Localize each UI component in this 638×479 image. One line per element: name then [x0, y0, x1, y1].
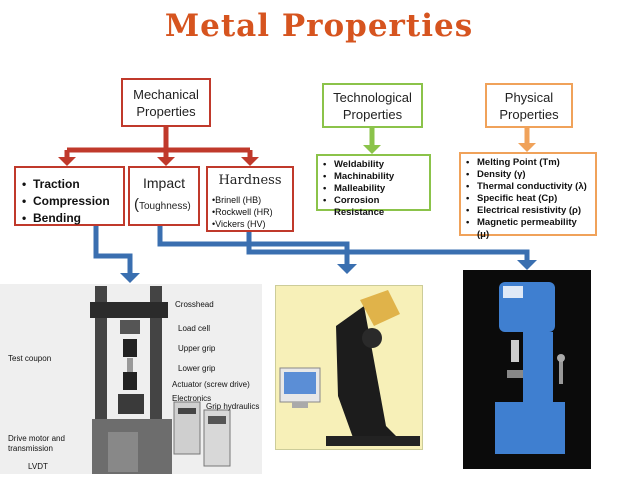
label-electronics: Electronics — [172, 394, 212, 403]
label-load-cell: Load cell — [178, 324, 211, 333]
technological-line2: Properties — [342, 106, 403, 122]
physical-line2: Properties — [499, 106, 559, 122]
impact-tester-drawing — [276, 286, 422, 449]
label-upper-grip: Upper grip — [178, 344, 216, 353]
list-item: Density (γ) — [466, 169, 590, 181]
hardness-tester-image — [463, 270, 591, 469]
label-lvdt: LVDT — [28, 462, 48, 471]
tensile-tests-box: Traction Compression Bending — [14, 166, 125, 227]
physical-line1: Physical — [504, 89, 554, 105]
tensile-machine-drawing — [0, 284, 262, 479]
label-actuator: Actuator (screw drive) — [172, 380, 250, 389]
label-grip-hydraulics: Grip hydraulics — [206, 402, 260, 411]
impact-tester-image — [275, 285, 423, 450]
hardness-title: Hardness — [218, 173, 282, 188]
list-item: Compression — [22, 193, 117, 210]
label-drive-motor: Drive motor and — [8, 434, 65, 443]
label-lower-grip: Lower grip — [178, 364, 216, 373]
list-item: Thermal conductivity (λ) — [466, 181, 590, 193]
technological-list-box: Weldability Machinability Malleability C… — [316, 154, 431, 218]
physical-list-box: Melting Point (Tm) Density (γ) Thermal c… — [459, 152, 597, 240]
impact-title: Impact — [142, 175, 185, 191]
page-title: Metal Properties — [164, 8, 474, 44]
hardness-tester-drawing — [463, 270, 591, 469]
impact-subtitle: Toughness) — [139, 201, 191, 212]
list-item: Specific heat (Cp) — [466, 193, 590, 205]
label-test-coupon: Test coupon — [8, 354, 52, 363]
technological-line1: Technological — [333, 89, 412, 105]
list-item: Machinability — [323, 171, 424, 183]
label-crosshead: Crosshead — [175, 300, 214, 309]
list-item: Electrical resistivity (ρ) — [466, 205, 590, 217]
hardness-item: •Vickers (HV) — [212, 219, 266, 229]
list-item: Corrosion Resistance — [323, 195, 424, 219]
hardness-box: Hardness •Brinell (HB) •Rockwell (HR) •V… — [206, 166, 294, 232]
hardness-item: •Rockwell (HR) — [212, 207, 273, 217]
list-item: Magnetic permeability (μ) — [466, 217, 590, 241]
list-item: Bending — [22, 210, 117, 227]
tensile-testing-machine-image: Crosshead Load cell Upper grip Lower gri… — [0, 284, 262, 479]
mechanical-line2: Properties — [136, 103, 196, 119]
label-transmission: transmission — [8, 444, 53, 453]
impact-box: Impact (Toughness) — [128, 166, 200, 226]
list-item: Malleability — [323, 183, 424, 195]
list-item: Melting Point (Tm) — [466, 157, 590, 169]
list-item: Weldability — [323, 159, 424, 171]
list-item: Traction — [22, 176, 117, 193]
mechanical-line1: Mechanical — [133, 86, 199, 102]
impact-paren: ( — [134, 196, 139, 213]
hardness-item: •Brinell (HB) — [212, 195, 262, 205]
